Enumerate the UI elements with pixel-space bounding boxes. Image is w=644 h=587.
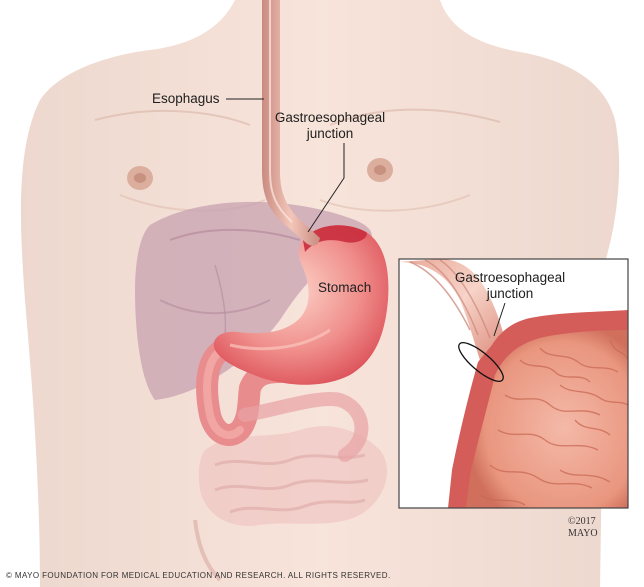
- stomach: [213, 225, 389, 385]
- gej-inset-label-line1: Gastroesophageal: [454, 270, 566, 285]
- stomach-label: Stomach: [318, 280, 372, 295]
- inset-gastroesophageal-junction-label: Gastroesophageal junction: [444, 270, 576, 302]
- inset-border: [398, 258, 629, 509]
- copyright-year: ©2017: [568, 516, 596, 527]
- gej-inset-leader-line: [493, 302, 506, 337]
- junction-ring: [458, 342, 504, 382]
- esophagus: [262, 0, 320, 246]
- nipple-right: [367, 158, 393, 182]
- gej-main-label-line2: junction: [306, 126, 354, 141]
- nipple-left: [127, 166, 153, 190]
- footer-rights-notice: © MAYO FOUNDATION FOR MEDICAL EDUCATION …: [6, 571, 391, 580]
- duodenum: [196, 339, 369, 462]
- gej-main-label-line1: Gastroesophageal: [274, 110, 386, 125]
- gej-main-leader-line: [307, 143, 345, 233]
- gastroesophageal-junction-label: Gastroesophageal junction: [262, 110, 398, 142]
- gej-inset-label-line2: junction: [486, 286, 534, 301]
- inset-detail: [398, 258, 629, 509]
- copyright-mark: ©2017 MAYO: [568, 516, 598, 540]
- esophagus-label: Esophagus: [152, 91, 220, 106]
- copyright-org: MAYO: [568, 528, 598, 539]
